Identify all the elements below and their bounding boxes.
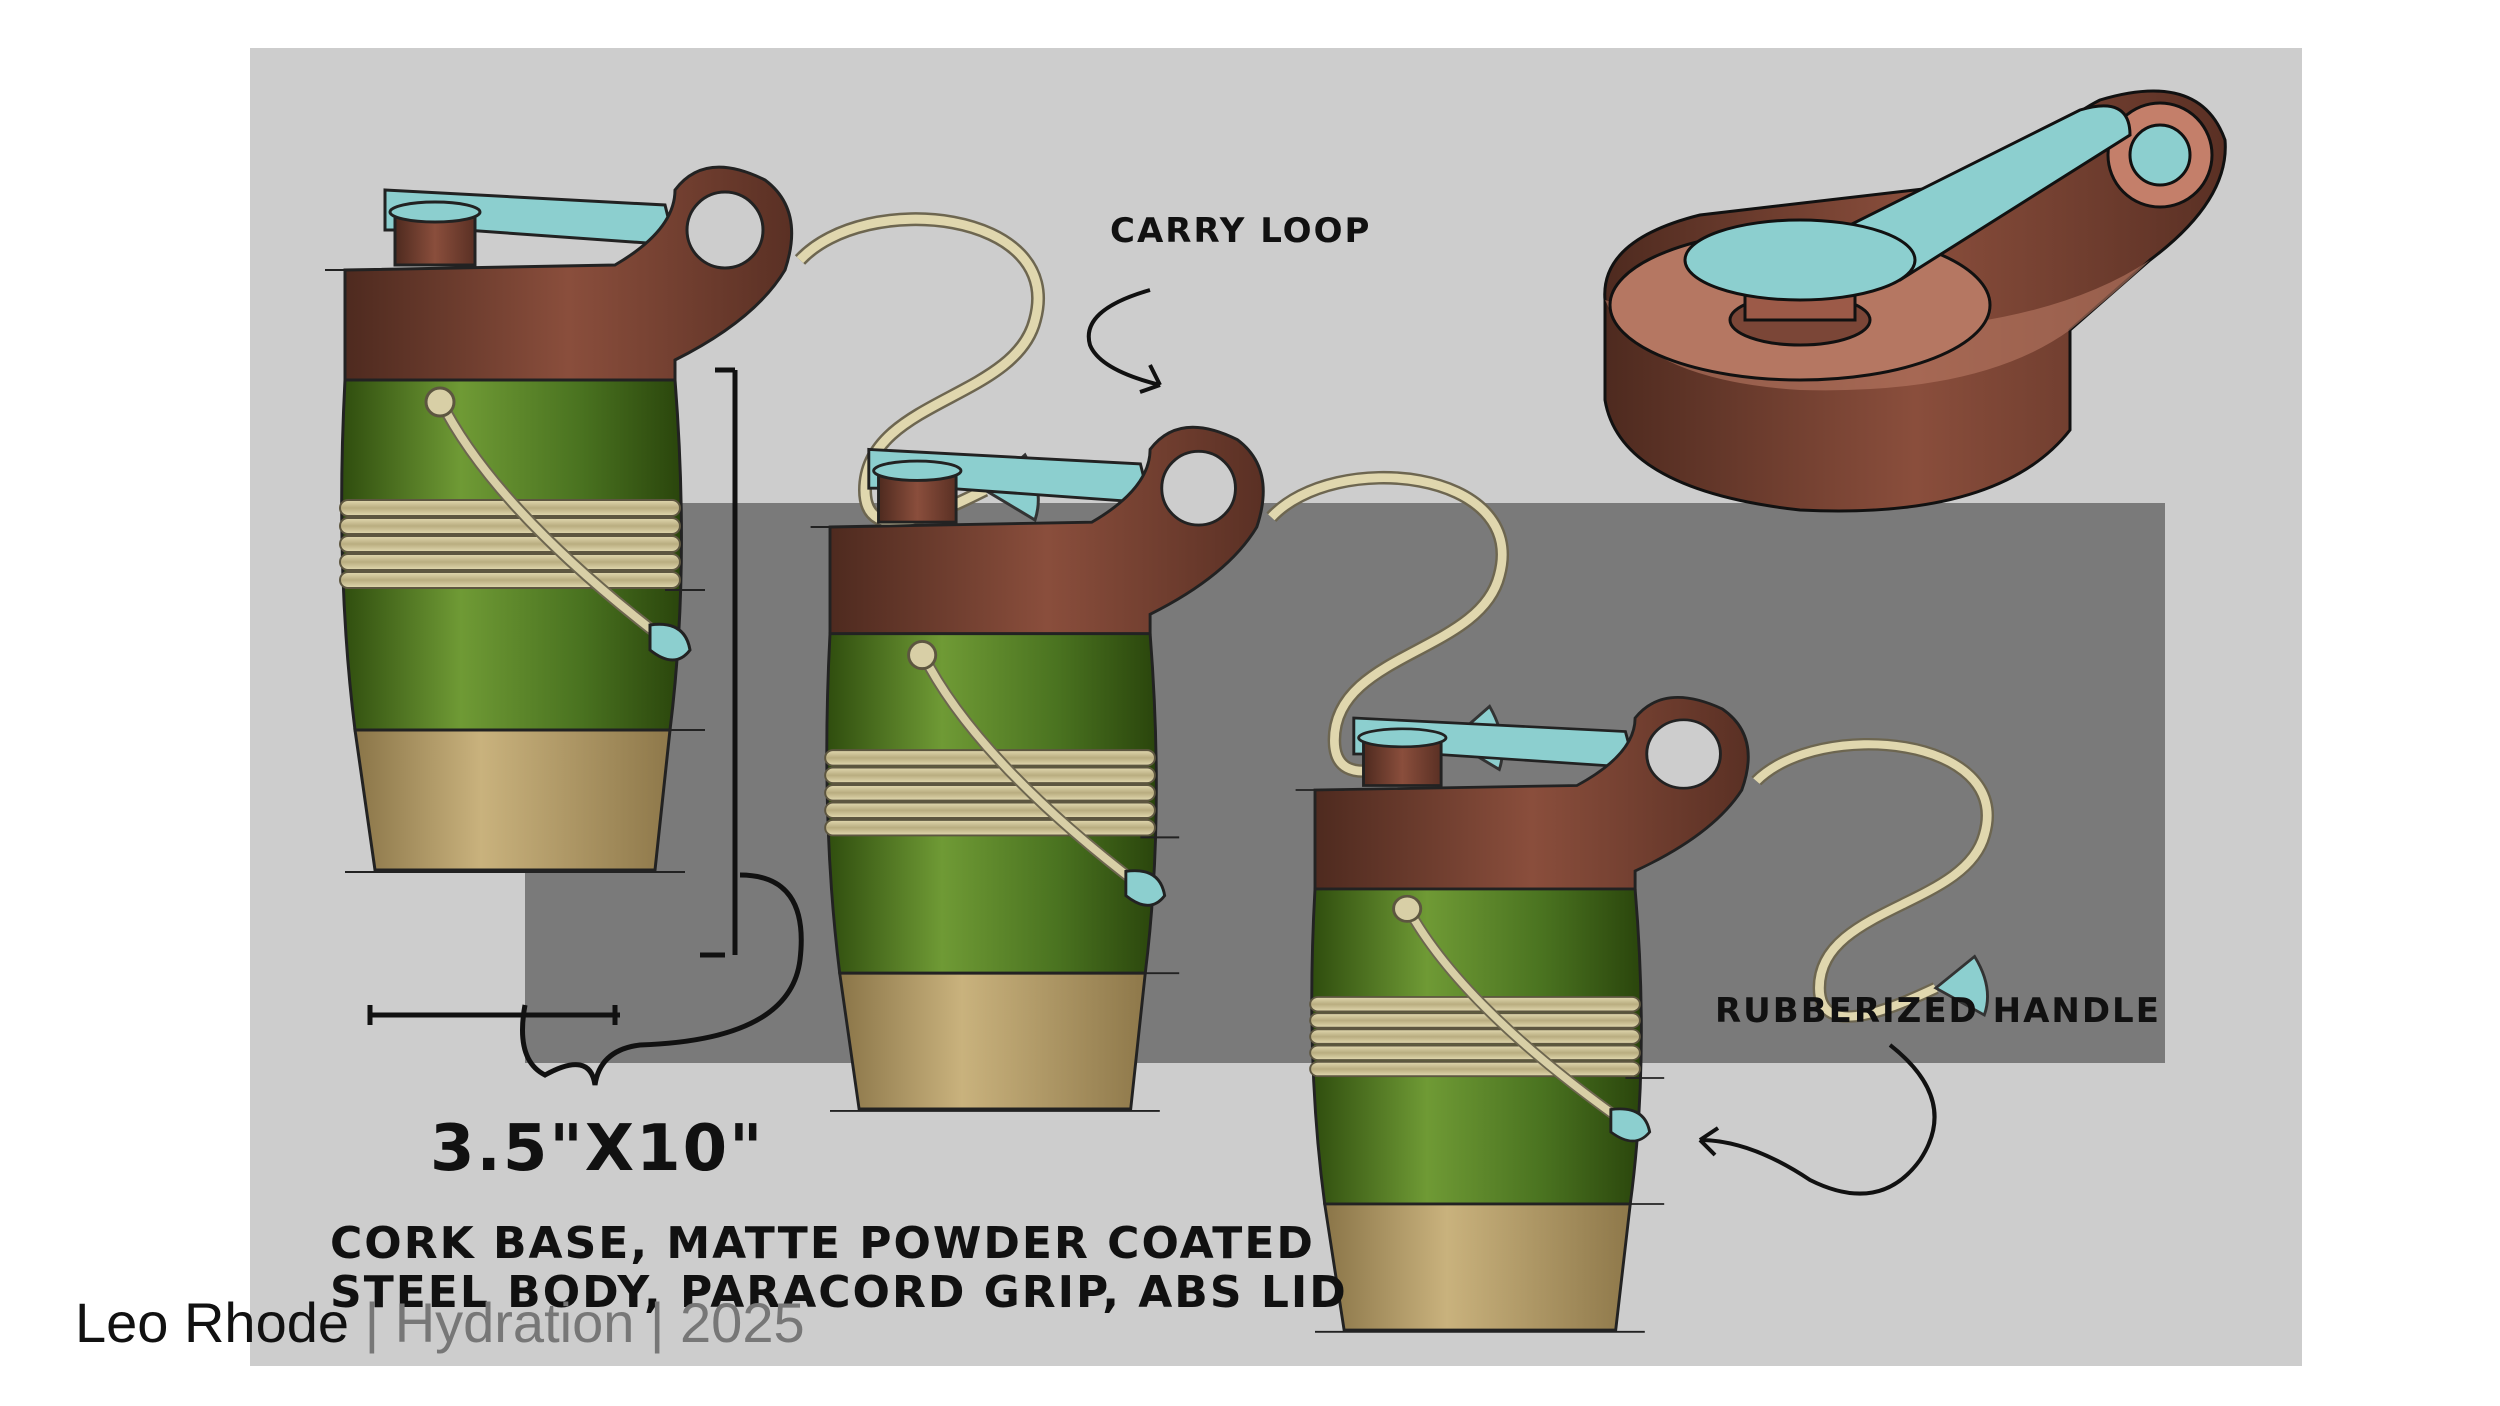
materials-line-2: STEEL BODY, PARACORD GRIP, ABS LID (330, 1267, 1348, 1318)
dimensions-label: 3.5"X10" (430, 1112, 764, 1186)
brace-icon (520, 872, 804, 1086)
arrow-icon (1086, 288, 1937, 1196)
materials-line-1: CORK BASE, MATTE POWDER COATED (330, 1218, 1315, 1269)
rubberized-handle-label: RUBBERIZED HANDLE (1715, 991, 2161, 1031)
project-name: Hydration (394, 1291, 635, 1354)
carry-loop-label: CARRY LOOP (1110, 211, 1371, 251)
footer-separator: | (349, 1291, 395, 1354)
year: 2025 (680, 1291, 805, 1354)
author-name: Leo Rhode (75, 1291, 350, 1354)
footer-separator-2: | (634, 1291, 681, 1354)
lid-sketch (1603, 89, 2227, 513)
footer-credit: Leo Rhode | Hydration | 2025 (75, 1290, 805, 1355)
dimension-lines (367, 367, 738, 1025)
